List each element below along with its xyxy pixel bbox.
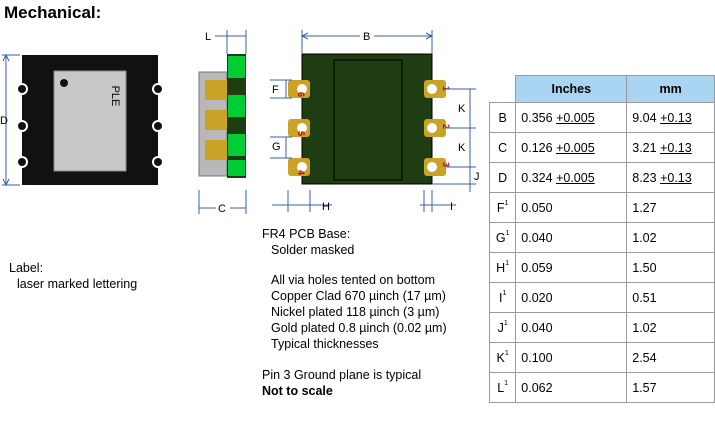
pcb-notes: FR4 PCB Base: Solder masked All via hole… <box>262 226 447 352</box>
dim-label-F: F <box>272 84 279 96</box>
device-label: PLE <box>109 86 121 107</box>
pin-number-6: 6 <box>296 92 306 97</box>
header-inches: Inches <box>515 75 628 103</box>
pcb-note-line: Nickel plated 118 µinch (3 µm) <box>271 305 440 319</box>
pin-number-3: 3 <box>441 162 451 167</box>
page-title: Mechanical: <box>4 3 102 22</box>
top-view: PLE <box>16 55 164 185</box>
dim-inches: 0.040 <box>515 312 628 343</box>
dim-H <box>272 190 332 212</box>
header-blank <box>489 75 517 103</box>
dim-mm: 0.51 <box>626 282 715 313</box>
dim-label-G: G <box>272 141 281 153</box>
pcb-note-line: Copper Clad 670 µinch (17 µm) <box>271 289 446 303</box>
side-view <box>198 54 246 178</box>
pcb-note-line: Typical thicknesses <box>271 337 379 351</box>
dim-key: K1 <box>488 342 517 373</box>
ground-note: Pin 3 Ground plane is typical <box>262 368 422 382</box>
dim-mm: 9.04 +0.13 <box>626 102 715 133</box>
dim-key: C <box>488 132 517 163</box>
dim-inches: 0.126 +0.005 <box>515 132 628 163</box>
dim-inches: 0.100 <box>515 342 628 373</box>
dim-mm: 1.27 <box>626 192 715 223</box>
dim-mm: 2.54 <box>626 342 715 373</box>
dim-inches: 0.020 <box>515 282 628 313</box>
dim-label-K2: K <box>458 142 466 154</box>
dim-inches: 0.356 +0.005 <box>515 102 628 133</box>
dim-inches: 0.062 <box>515 372 628 403</box>
dim-label-H: H <box>322 201 330 213</box>
dim-inches: 0.050 <box>515 192 628 223</box>
dim-label-L: L <box>205 31 211 43</box>
dim-L <box>215 30 247 54</box>
lid <box>53 70 127 172</box>
dim-label-C: C <box>218 203 226 215</box>
dim-label-J: J <box>474 171 480 183</box>
label-note: Label: laser marked lettering <box>9 260 137 292</box>
pcb-note-spacer <box>262 258 447 272</box>
dim-mm: 1.02 <box>626 222 715 253</box>
dim-key: L1 <box>488 372 517 403</box>
dim-mm: 1.57 <box>626 372 715 403</box>
dim-key: G1 <box>488 222 517 253</box>
dim-inches: 0.324 +0.005 <box>515 162 628 193</box>
label-note-title: Label: <box>9 261 44 275</box>
dim-key: I1 <box>488 282 517 313</box>
dim-label-D: D <box>0 115 8 127</box>
dim-key: H1 <box>488 252 517 283</box>
pin-number-5: 5 <box>296 131 306 136</box>
dim-F-G <box>270 79 292 159</box>
header-mm: mm <box>626 75 715 103</box>
dim-D <box>2 53 20 187</box>
dim-label-B: B <box>363 31 370 43</box>
dim-I <box>420 190 456 212</box>
table-header-row: Inches mm <box>489 75 715 103</box>
scale-note: Not to scale <box>262 384 333 398</box>
pin-number-4: 4 <box>296 170 306 175</box>
dim-inches: 0.059 <box>515 252 628 283</box>
dim-label-I: I <box>450 201 453 213</box>
bottom-view <box>288 53 446 185</box>
dim-inches: 0.040 <box>515 222 628 253</box>
dim-mm: 1.50 <box>626 252 715 283</box>
pcb-note-line: Solder masked <box>271 243 355 257</box>
dim-mm: 1.02 <box>626 312 715 343</box>
pin1-dot <box>60 79 68 87</box>
pcb-note-line: All via holes tented on bottom <box>271 273 435 287</box>
dim-label-K1: K <box>458 103 466 115</box>
dim-K-J <box>432 88 476 192</box>
pin-number-2: 2 <box>441 124 451 129</box>
dim-key: F1 <box>488 192 517 223</box>
dim-key: D <box>488 162 517 193</box>
label-note-text: laser marked lettering <box>17 277 138 291</box>
dim-mm: 8.23 +0.13 <box>626 162 715 193</box>
dim-key: B <box>488 102 517 133</box>
ground-note-block: Pin 3 Ground plane is typical Not to sca… <box>262 367 421 399</box>
dim-key: J1 <box>488 312 517 343</box>
dim-mm: 3.21 +0.13 <box>626 132 715 163</box>
pcb-note-line: FR4 PCB Base: <box>262 227 351 241</box>
pcb-note-line: Gold plated 0.8 µinch (0.02 µm) <box>271 321 447 335</box>
